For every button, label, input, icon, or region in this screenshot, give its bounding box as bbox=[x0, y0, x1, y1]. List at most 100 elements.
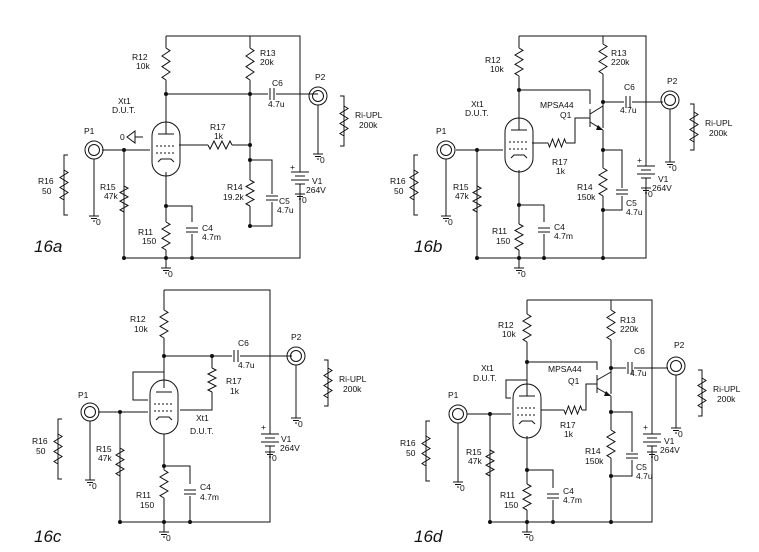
figure-16d: 0000R1210kR13220kC64.7uP2Ri-UPL200kXt1D.… bbox=[400, 299, 741, 546]
r17-value: 1k bbox=[556, 166, 566, 176]
resistor-r16 bbox=[53, 418, 63, 480]
r12-value: 10k bbox=[134, 324, 148, 334]
ri-upl-name: Ri-UPL bbox=[713, 384, 741, 394]
ri-upl-value: 200k bbox=[709, 128, 728, 138]
plus-sign: + bbox=[637, 155, 642, 165]
c6-name: C6 bbox=[634, 346, 645, 356]
xt1-dut-label: D.U.T. bbox=[473, 373, 497, 383]
c5-name: C5 bbox=[626, 198, 637, 208]
ground-label: 0 bbox=[120, 132, 125, 142]
r12-name: R12 bbox=[132, 52, 148, 62]
ri-upl-name: Ri-UPL bbox=[705, 118, 733, 128]
port-p2: 0 bbox=[660, 90, 680, 173]
figure-16c: 0000R1210kC64.7uP2Ri-UPL200kR171kXt1D.U.… bbox=[32, 289, 367, 546]
v1-value: 264V bbox=[306, 185, 326, 195]
ground-label: 0 bbox=[96, 217, 101, 227]
ground-label: 0 bbox=[521, 269, 526, 279]
r12-value: 10k bbox=[136, 61, 150, 71]
figure-16b: 0000R1210kR13220kC64.7uP2Ri-UPL200kXt1D.… bbox=[390, 35, 733, 279]
ground-label: 0 bbox=[298, 419, 303, 429]
r17-value: 1k bbox=[230, 386, 240, 396]
c4-value: 4.7m bbox=[554, 231, 573, 241]
r11-name: R11 bbox=[500, 490, 515, 500]
ground-label: 0 bbox=[672, 163, 677, 173]
resistor-r16 bbox=[59, 154, 69, 216]
r16-value: 50 bbox=[394, 186, 404, 196]
p1-name: P1 bbox=[436, 126, 447, 136]
ground-label: 0 bbox=[460, 483, 465, 493]
r15-name: R15 bbox=[466, 447, 482, 457]
r15-name: R15 bbox=[96, 444, 112, 454]
v1-name: V1 bbox=[312, 176, 323, 186]
r17-name: R17 bbox=[552, 157, 568, 167]
c4-name: C4 bbox=[200, 482, 211, 492]
c4-value: 4.7m bbox=[202, 232, 221, 242]
load-ri-upl bbox=[339, 95, 349, 147]
p1-name: P1 bbox=[78, 390, 89, 400]
xt1-name: Xt1 bbox=[118, 96, 131, 106]
figure-label: 16d bbox=[414, 527, 443, 546]
figure-16a: 00000R1210kR1320kC64.7uP2Ri-UPL200kXt1D.… bbox=[34, 35, 383, 279]
figure-label: 16c bbox=[34, 527, 62, 546]
r12-value: 10k bbox=[502, 329, 516, 339]
ground-label: 0 bbox=[654, 453, 659, 463]
r14-name: R14 bbox=[585, 446, 601, 456]
r13-name: R13 bbox=[620, 315, 636, 325]
q1-name: Q1 bbox=[560, 110, 572, 120]
r16-name: R16 bbox=[400, 438, 416, 448]
r16-value: 50 bbox=[42, 186, 52, 196]
r11-value: 150 bbox=[504, 500, 518, 510]
r16-name: R16 bbox=[390, 176, 406, 186]
p2-name: P2 bbox=[674, 340, 685, 350]
r11-name: R11 bbox=[492, 226, 507, 236]
xt1-name: Xt1 bbox=[481, 363, 494, 373]
c4-name: C4 bbox=[554, 222, 565, 232]
ground-label: 0 bbox=[272, 453, 277, 463]
r16-value: 50 bbox=[36, 446, 46, 456]
r15-value: 47k bbox=[468, 456, 482, 466]
c6-value: 4.7u bbox=[238, 360, 255, 370]
plus-sign: + bbox=[261, 422, 266, 432]
r15-value: 47k bbox=[98, 453, 112, 463]
c5-value: 4.7u bbox=[626, 207, 643, 217]
plus-sign: + bbox=[643, 422, 648, 432]
ri-upl-name: Ri-UPL bbox=[355, 110, 383, 120]
plus-sign: + bbox=[290, 162, 295, 172]
port-p1: 0 bbox=[448, 404, 468, 493]
port-p1: 0 bbox=[436, 140, 456, 227]
c6-name: C6 bbox=[624, 82, 635, 92]
xt1-dut-label: D.U.T. bbox=[465, 108, 489, 118]
figure-label: 16a bbox=[34, 237, 62, 256]
v1-value: 264V bbox=[652, 183, 672, 193]
q1-model: MPSA44 bbox=[548, 364, 582, 374]
port-p2: 0 bbox=[286, 346, 306, 429]
r16-name: R16 bbox=[32, 436, 48, 446]
r16-value: 50 bbox=[406, 448, 416, 458]
r14-value: 19.2k bbox=[223, 192, 245, 202]
r17-value: 1k bbox=[214, 131, 224, 141]
r17-name: R17 bbox=[560, 420, 576, 430]
r15-value: 47k bbox=[104, 191, 118, 201]
r17-name: R17 bbox=[226, 376, 242, 386]
q1-name: Q1 bbox=[568, 376, 580, 386]
r11-value: 150 bbox=[142, 236, 156, 246]
ground-label: 0 bbox=[302, 195, 307, 205]
r14-value: 150k bbox=[585, 456, 604, 466]
p2-name: P2 bbox=[315, 72, 326, 82]
c6-name: C6 bbox=[238, 338, 249, 348]
c5-value: 4.7u bbox=[636, 471, 653, 481]
grid-bias-ground: 0 bbox=[120, 130, 143, 144]
c4-value: 4.7m bbox=[200, 492, 219, 502]
p2-name: P2 bbox=[291, 332, 302, 342]
r15-value: 47k bbox=[455, 191, 469, 201]
r13-value: 220k bbox=[620, 324, 639, 334]
r15-name: R15 bbox=[100, 182, 116, 192]
port-p1: 0 bbox=[84, 140, 104, 227]
c5-name: C5 bbox=[279, 196, 290, 206]
load-ri-upl bbox=[697, 369, 707, 417]
ground-label: 0 bbox=[320, 155, 325, 165]
c6-name: C6 bbox=[272, 78, 283, 88]
r14-name: R14 bbox=[227, 182, 243, 192]
r12-name: R12 bbox=[130, 314, 146, 324]
load-ri-upl bbox=[689, 103, 699, 151]
